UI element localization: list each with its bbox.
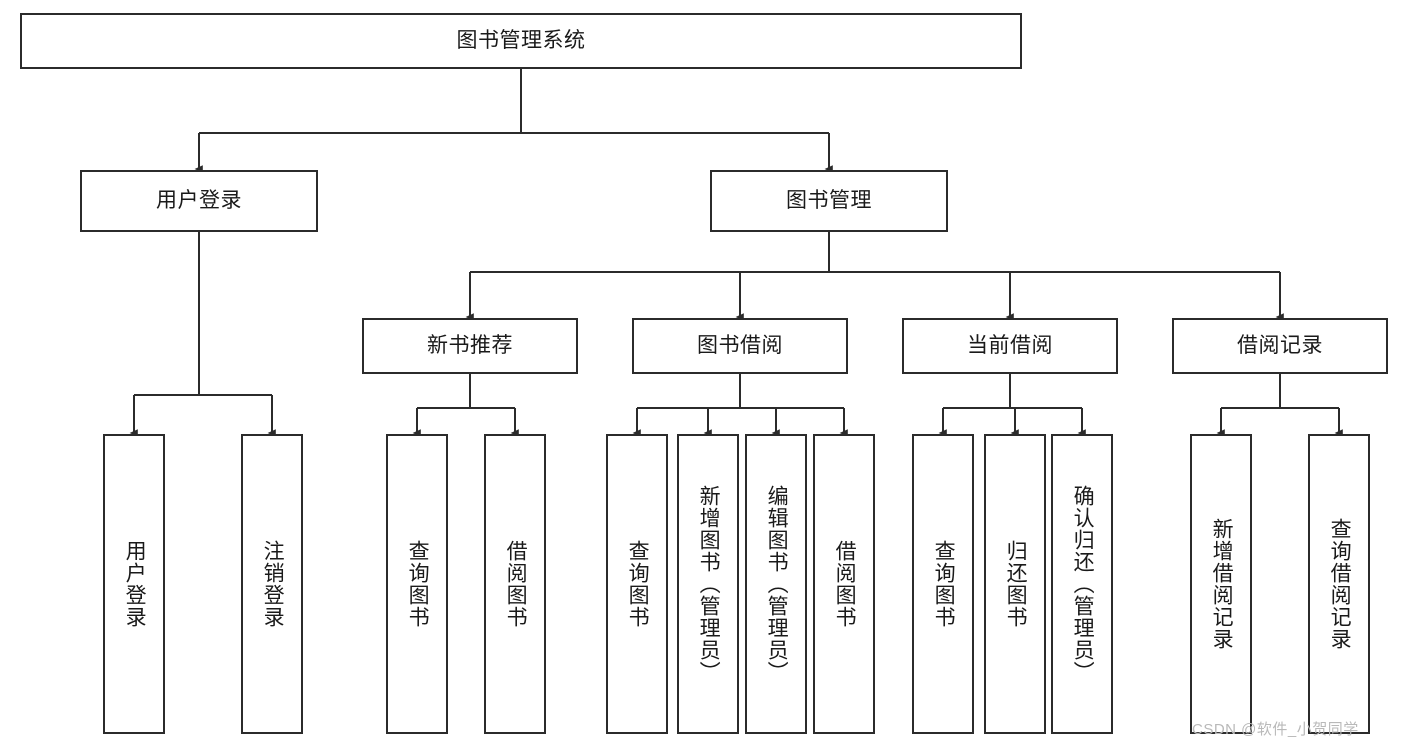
node-leaf-borrow-book-2[interactable]: 借阅图书	[813, 434, 875, 734]
node-user-login[interactable]: 用户登录	[80, 170, 318, 232]
node-label-leaf-add-book: 新增图书（管理员）	[697, 485, 721, 683]
node-label-leaf-user-login: 用户登录	[123, 540, 147, 628]
node-label-leaf-return-book: 归还图书	[1004, 540, 1028, 628]
node-leaf-add-record[interactable]: 新增借阅记录	[1190, 434, 1252, 734]
node-label-leaf-edit-book: 编辑图书（管理员）	[765, 485, 789, 683]
node-leaf-logout[interactable]: 注销登录	[241, 434, 303, 734]
node-label-book-borrow: 图书借阅	[697, 334, 783, 358]
node-leaf-query-book-1[interactable]: 查询图书	[386, 434, 448, 734]
node-label-leaf-query-record: 查询借阅记录	[1328, 518, 1352, 650]
node-current-borrow[interactable]: 当前借阅	[902, 318, 1118, 374]
node-book-manage[interactable]: 图书管理	[710, 170, 948, 232]
node-label-book-manage: 图书管理	[786, 189, 872, 213]
node-leaf-edit-book[interactable]: 编辑图书（管理员）	[745, 434, 807, 734]
node-book-borrow[interactable]: 图书借阅	[632, 318, 848, 374]
node-leaf-user-login[interactable]: 用户登录	[103, 434, 165, 734]
node-root[interactable]: 图书管理系统	[20, 13, 1022, 69]
node-label-leaf-query-book-3: 查询图书	[932, 540, 956, 628]
node-label-leaf-borrow-book-1: 借阅图书	[504, 540, 528, 628]
node-label-borrow-record: 借阅记录	[1237, 334, 1323, 358]
node-label-leaf-add-record: 新增借阅记录	[1210, 518, 1234, 650]
node-leaf-borrow-book-1[interactable]: 借阅图书	[484, 434, 546, 734]
node-label-root: 图书管理系统	[456, 29, 586, 53]
node-label-leaf-logout: 注销登录	[261, 540, 285, 628]
node-label-current-borrow: 当前借阅	[967, 334, 1053, 358]
node-label-user-login: 用户登录	[156, 189, 242, 213]
node-label-leaf-query-book-1: 查询图书	[406, 540, 430, 628]
node-label-new-book-recommend: 新书推荐	[427, 334, 513, 358]
csdn-watermark: CSDN @软件_小贺同学	[1192, 721, 1359, 738]
node-leaf-query-record[interactable]: 查询借阅记录	[1308, 434, 1370, 734]
node-leaf-query-book-3[interactable]: 查询图书	[912, 434, 974, 734]
node-new-book-recommend[interactable]: 新书推荐	[362, 318, 578, 374]
node-leaf-query-book-2[interactable]: 查询图书	[606, 434, 668, 734]
node-leaf-return-book[interactable]: 归还图书	[984, 434, 1046, 734]
node-leaf-confirm-return[interactable]: 确认归还（管理员）	[1051, 434, 1113, 734]
node-label-leaf-query-book-2: 查询图书	[626, 540, 650, 628]
node-label-leaf-confirm-return: 确认归还（管理员）	[1071, 485, 1095, 683]
node-borrow-record[interactable]: 借阅记录	[1172, 318, 1388, 374]
node-leaf-add-book[interactable]: 新增图书（管理员）	[677, 434, 739, 734]
node-label-leaf-borrow-book-2: 借阅图书	[833, 540, 857, 628]
